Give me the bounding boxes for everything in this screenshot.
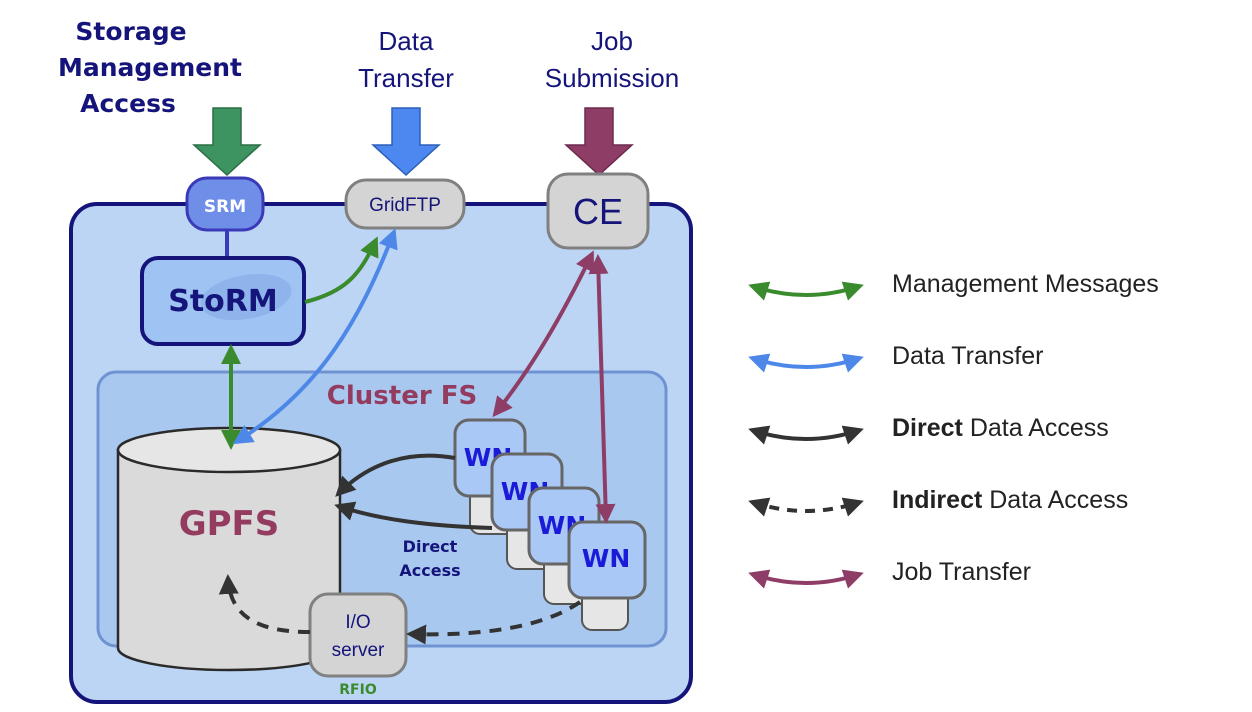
data-transfer-arrow-gridftp-gpfs	[232, 228, 398, 445]
worker-node-4: WN	[567, 520, 647, 631]
srm-label: SRM	[204, 197, 246, 217]
cluster-fs-label: Cluster FS	[327, 381, 477, 411]
svg-text:WN: WN	[582, 544, 631, 573]
legend-label: Job Transfer	[892, 558, 1031, 586]
legend-label: Indirect Data Access	[892, 486, 1128, 514]
svg-text:Data: Data	[379, 26, 434, 56]
data-transfer-input-arrow	[371, 107, 441, 177]
svg-text:Access: Access	[80, 89, 176, 118]
legend-item: Job Transfer	[748, 558, 1031, 589]
legend-swatch	[748, 569, 864, 589]
direct-access-label-line2: Access	[399, 561, 460, 580]
indirect-access-arrow-wn-io	[406, 600, 582, 645]
ce-node	[546, 172, 650, 250]
svg-text:Storage: Storage	[75, 17, 186, 46]
gpfs-label: GPFS	[179, 504, 280, 544]
gridftp-node	[344, 178, 466, 230]
legend-item: Management Messages	[748, 270, 1159, 301]
legend-item: Indirect Data Access	[748, 486, 1128, 517]
job-submission-input-arrow	[564, 107, 634, 177]
svg-text:Management: Management	[58, 53, 242, 82]
storm-label: StoRM	[168, 284, 278, 319]
ce-label: CE	[573, 191, 623, 232]
legend-swatch	[748, 353, 864, 373]
svg-text:Submission: Submission	[545, 63, 679, 93]
legend-item: Direct Data Access	[748, 414, 1109, 445]
direct-access-arrow-lower	[334, 501, 493, 530]
legend-label: Management Messages	[892, 270, 1159, 298]
worker-node-stack: WN WN WN WN	[453, 418, 647, 631]
io-server-label-line2: server	[332, 640, 385, 661]
svg-text:Transfer: Transfer	[358, 63, 454, 93]
legend-item: Data Transfer	[748, 342, 1043, 373]
legend-label: Data Transfer	[892, 342, 1043, 370]
legend-swatch	[748, 281, 864, 301]
srm-access-label: Storage Management Access	[58, 17, 242, 118]
job-submission-label: Job Submission	[545, 26, 679, 93]
gridftp-label: GridFTP	[369, 195, 441, 216]
rfio-label: RFIO	[339, 682, 377, 698]
direct-access-arrow-upper	[335, 453, 456, 497]
srm-input-arrow	[192, 107, 262, 177]
io-server-label-line1: I/O	[345, 612, 370, 633]
legend-label: Direct Data Access	[892, 414, 1109, 442]
svg-text:Job: Job	[591, 26, 633, 56]
legend-swatch	[748, 497, 864, 517]
data-transfer-label: Data Transfer	[358, 26, 454, 93]
io-server-node	[308, 592, 408, 678]
job-arrow-ce-wn-top	[492, 250, 595, 418]
legend-swatch	[748, 425, 864, 445]
job-arrow-ce-wn-right	[588, 254, 616, 524]
direct-access-label-line1: Direct	[403, 537, 458, 556]
